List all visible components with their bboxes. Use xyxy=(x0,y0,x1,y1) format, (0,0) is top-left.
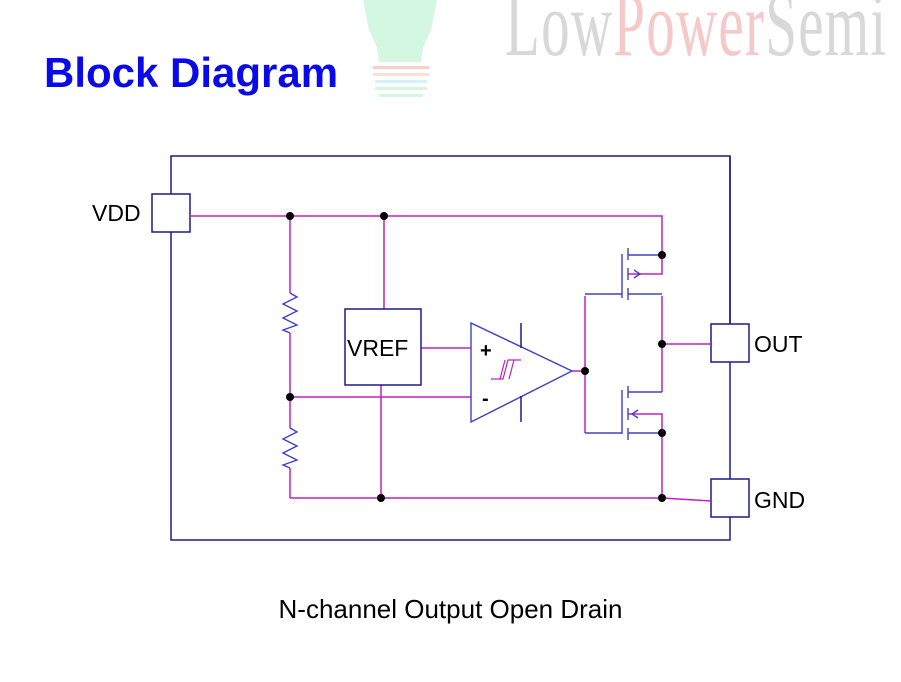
node-nmos-source xyxy=(658,429,666,437)
node-gnd-vref xyxy=(377,494,385,502)
diagram-caption: N-channel Output Open Drain xyxy=(278,594,623,624)
node-out xyxy=(658,340,666,348)
node-gnd-nmos xyxy=(658,494,666,502)
comparator: + - xyxy=(470,321,574,424)
vref-block: VREF xyxy=(344,308,422,386)
logo-text-semi: Semi xyxy=(765,0,888,75)
pin-label-gnd: GND xyxy=(754,487,805,513)
pin-out: OUT xyxy=(710,323,803,363)
resistor-upper xyxy=(281,292,299,334)
node-pmos-source xyxy=(658,251,666,259)
pmos-transistor xyxy=(585,248,662,300)
logo-text-low: Low xyxy=(505,0,614,75)
pin-label-out: OUT xyxy=(754,331,803,357)
pin-vdd: VDD xyxy=(92,193,191,233)
node-gate xyxy=(581,367,589,375)
hysteresis-icon xyxy=(491,359,521,380)
pin-label-vdd: VDD xyxy=(92,200,141,226)
node-divider-mid xyxy=(286,393,294,401)
lightbulb-icon xyxy=(355,0,445,100)
pin-gnd: GND xyxy=(710,478,805,518)
comparator-plus: + xyxy=(480,340,492,362)
company-logo: LowPowerSemi xyxy=(505,0,887,70)
node-vdd-vref xyxy=(380,212,388,220)
logo-text-power: Power xyxy=(613,0,766,75)
junction-nodes xyxy=(286,212,666,502)
nmos-transistor xyxy=(585,386,662,440)
vref-label: VREF xyxy=(347,335,408,361)
resistor-lower xyxy=(281,427,299,469)
comparator-minus: - xyxy=(482,388,489,410)
page-title: Block Diagram xyxy=(44,49,339,96)
node-vdd-divider xyxy=(286,212,294,220)
wires xyxy=(190,215,712,502)
